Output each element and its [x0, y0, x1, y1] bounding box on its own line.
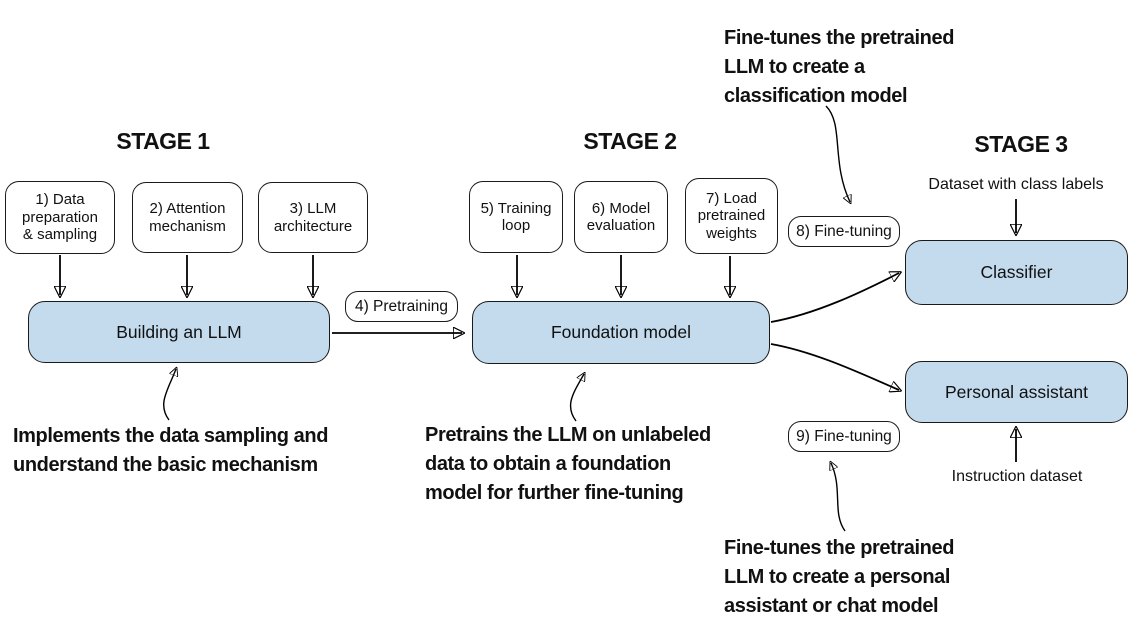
building-llm-box: Building an LLM	[28, 301, 330, 363]
class-labels-dataset-label: Dataset with class labels	[928, 176, 1104, 193]
arrow-annotation-to-finetune-8	[825, 105, 850, 202]
stage1-title: STAGE 1	[116, 128, 210, 154]
assistant-annotation: Fine-tunes the pretrained LLM to create …	[724, 537, 955, 617]
stage2-annotation: Pretrains the LLM on unlabeled data to o…	[425, 424, 711, 504]
stage3-title: STAGE 3	[974, 131, 1068, 157]
arrow-foundation-to-assistant	[770, 343, 899, 390]
step-box-data-preparation: 1) Data preparation & sampling	[5, 181, 115, 254]
step-box-llm-architecture: 3) LLM architecture	[258, 182, 368, 253]
arrow-annotation-to-foundation	[569, 374, 584, 422]
step-box-training-loop: 5) Training loop	[469, 181, 563, 253]
arrow-annotation-to-building	[163, 369, 176, 421]
step-pill-pretraining: 4) Pretraining	[345, 291, 458, 322]
instruction-dataset-label: Instruction dataset	[951, 468, 1083, 485]
stage2-title: STAGE 2	[583, 128, 677, 154]
step-box-attention-mechanism: 2) Attention mechanism	[132, 182, 243, 253]
step-box-model-evaluation: 6) Model evaluation	[574, 181, 668, 253]
step-pill-finetuning-8: 8) Fine-tuning	[788, 216, 900, 247]
personal-assistant-box: Personal assistant	[905, 361, 1128, 423]
step-box-load-pretrained-weights: 7) Load pretrained weights	[685, 178, 778, 254]
classifier-box: Classifier	[905, 240, 1128, 305]
stage1-annotation: Implements the data sampling and underst…	[13, 425, 329, 476]
arrow-annotation-to-finetune-9	[831, 463, 846, 532]
step-pill-finetuning-9: 9) Fine-tuning	[788, 421, 900, 452]
classifier-annotation: Fine-tunes the pretrained LLM to create …	[724, 27, 955, 107]
arrow-foundation-to-classifier	[770, 273, 899, 323]
foundation-model-box: Foundation model	[472, 301, 770, 364]
